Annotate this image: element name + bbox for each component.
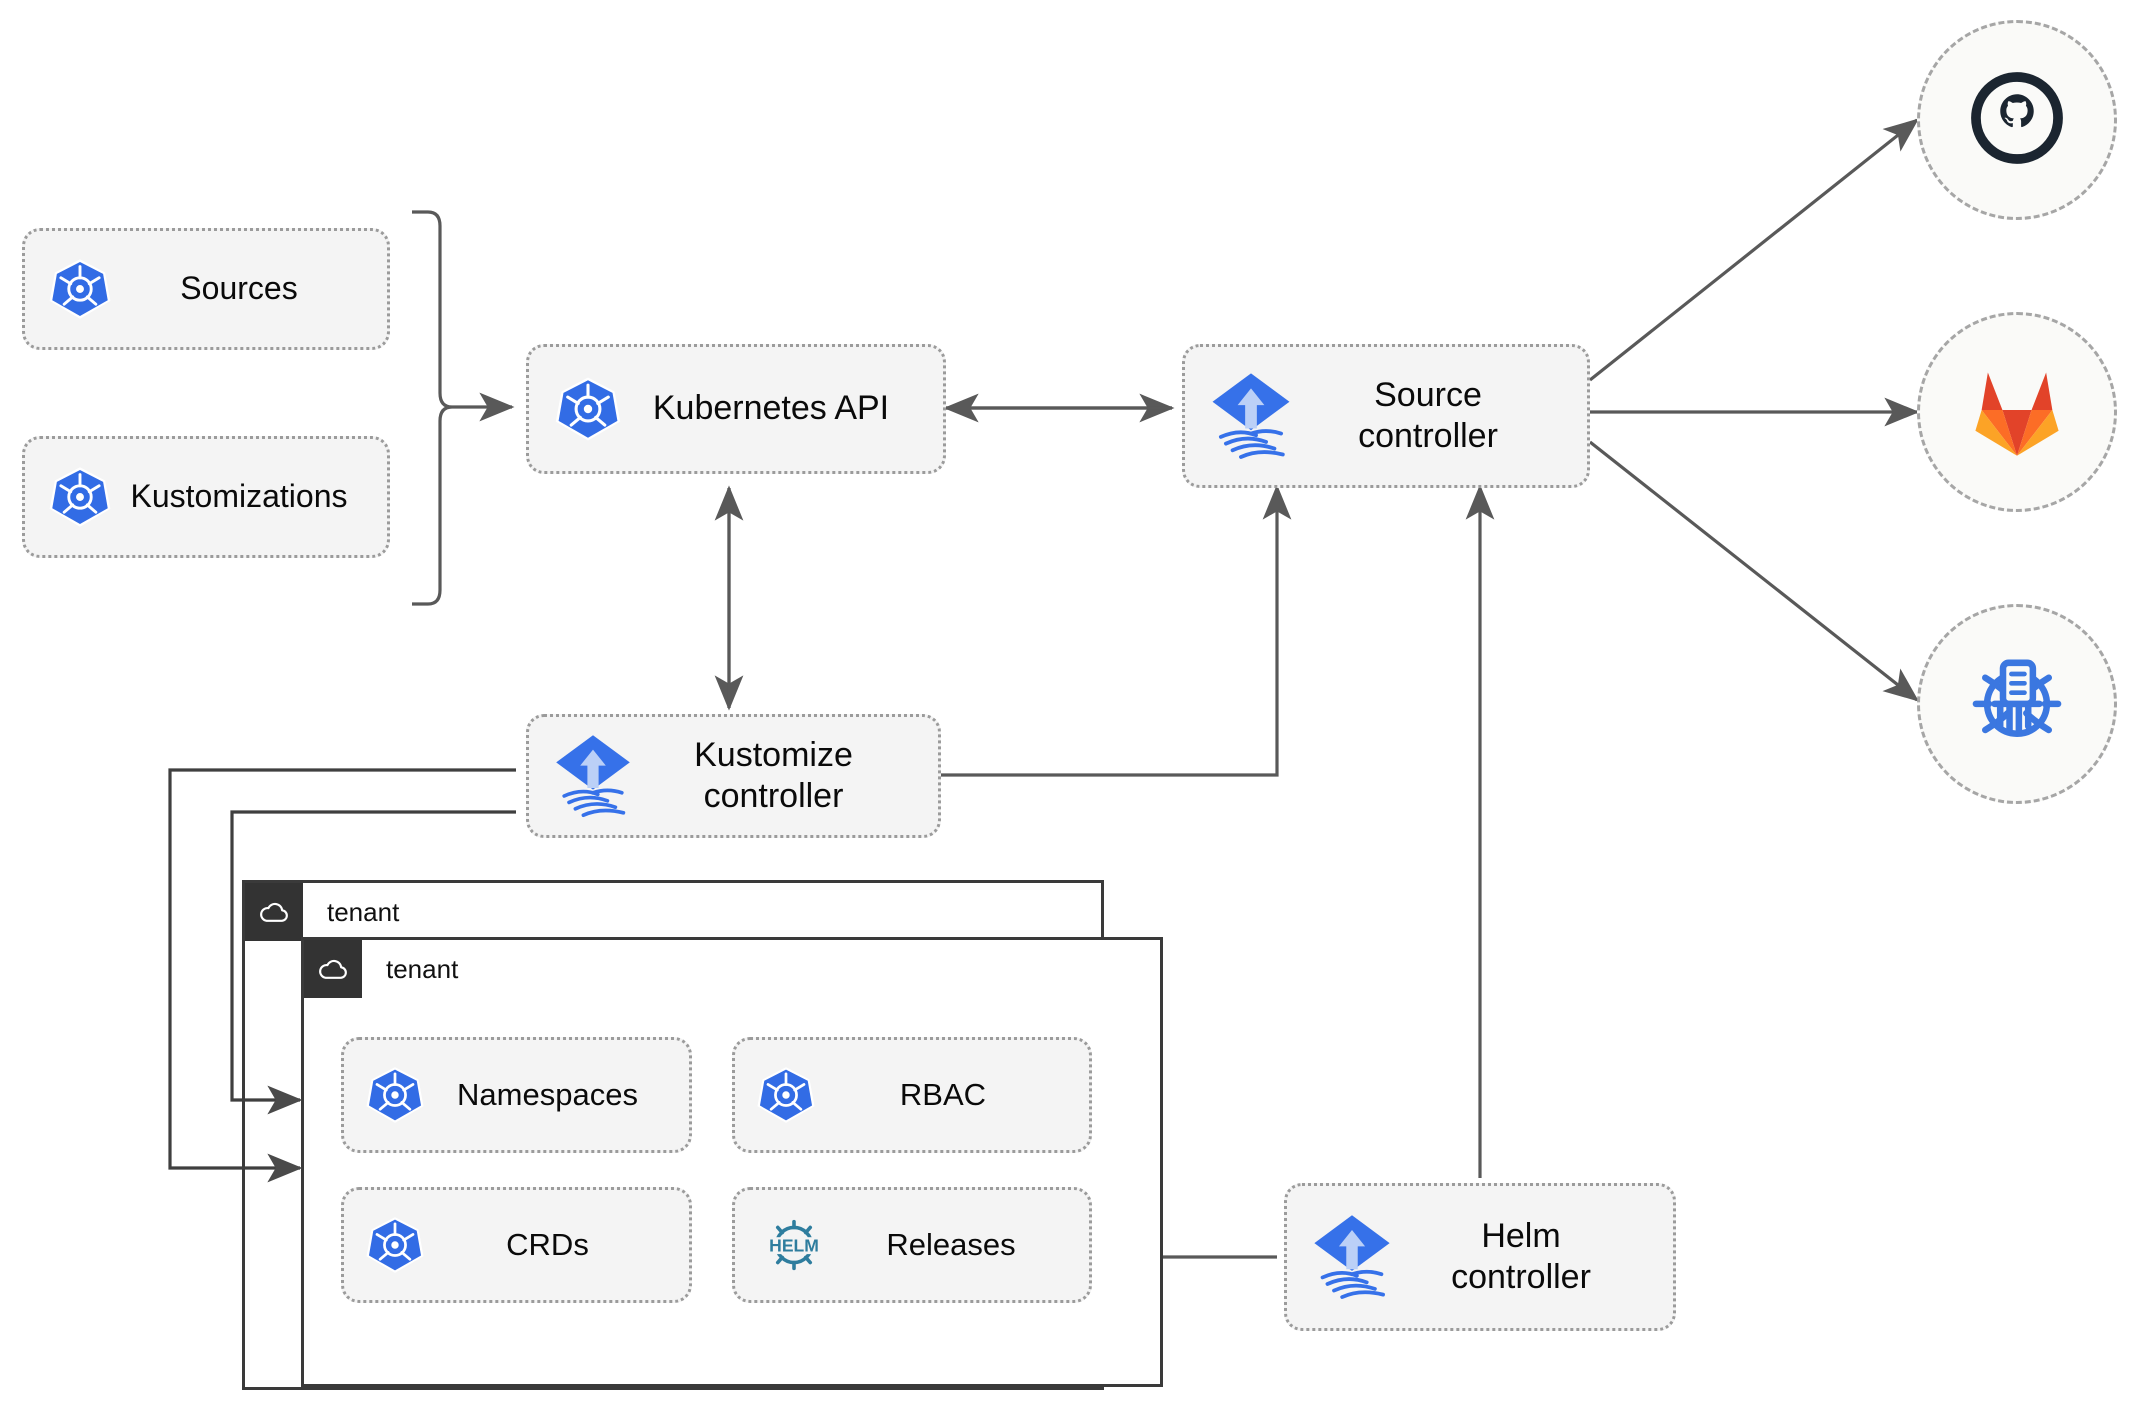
- kubernetes-icon: [364, 1214, 426, 1276]
- provider-gitlab[interactable]: [1917, 312, 2117, 512]
- tenant-window-front[interactable]: tenant: [301, 937, 1163, 1387]
- helm-registry-icon: [1961, 646, 2073, 763]
- node-kustomizations[interactable]: Kustomizations: [22, 436, 390, 558]
- node-label: Namespaces: [457, 1077, 638, 1113]
- tenant-label: tenant: [386, 953, 459, 984]
- helm-logo-icon: HELM: [755, 1212, 833, 1278]
- cloud-icon: [304, 940, 362, 998]
- node-label: Releases: [886, 1227, 1016, 1263]
- kubernetes-icon: [364, 1064, 426, 1126]
- node-namespaces[interactable]: Namespaces: [341, 1037, 692, 1153]
- node-label: Kubernetes API: [652, 389, 890, 428]
- flux-icon: [1209, 370, 1293, 462]
- tenant-titlebar: tenant: [245, 883, 399, 941]
- cloud-icon: [245, 883, 303, 941]
- kubernetes-icon: [47, 256, 113, 322]
- flux-icon: [1311, 1212, 1393, 1302]
- node-label: Kustomize controller: [694, 735, 853, 815]
- node-kustomize-controller[interactable]: Kustomize controller: [526, 714, 941, 838]
- kubernetes-icon: [553, 374, 623, 444]
- node-label: Sources: [180, 270, 298, 307]
- node-crds[interactable]: CRDs: [341, 1187, 692, 1303]
- node-helm-controller[interactable]: Helm controller: [1284, 1183, 1676, 1331]
- provider-github[interactable]: [1917, 20, 2117, 220]
- node-label: CRDs: [506, 1227, 589, 1263]
- node-rbac[interactable]: RBAC: [732, 1037, 1092, 1153]
- svg-text:HELM: HELM: [769, 1236, 819, 1256]
- gitlab-icon: [1965, 360, 2069, 465]
- flux-icon: [553, 732, 633, 820]
- node-releases[interactable]: HELM Releases: [732, 1187, 1092, 1303]
- kubernetes-icon: [47, 464, 113, 530]
- node-label: Helm controller: [1451, 1216, 1591, 1296]
- node-label: Kustomizations: [130, 478, 348, 515]
- node-source-controller[interactable]: Source controller: [1182, 344, 1590, 488]
- kubernetes-icon: [755, 1064, 817, 1126]
- github-icon: [1963, 64, 2071, 177]
- provider-helm-registry[interactable]: [1917, 604, 2117, 804]
- tenant-titlebar: tenant: [304, 940, 458, 998]
- node-label: RBAC: [899, 1077, 987, 1113]
- node-sources[interactable]: Sources: [22, 228, 390, 350]
- node-kubernetes-api[interactable]: Kubernetes API: [526, 344, 946, 474]
- node-label: Source controller: [1358, 375, 1498, 455]
- tenant-label: tenant: [327, 896, 400, 927]
